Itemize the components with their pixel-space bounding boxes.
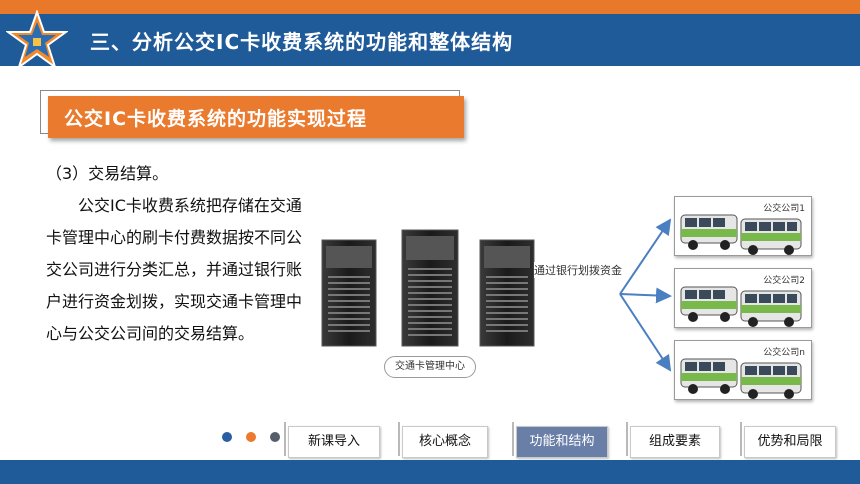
nav-button-concepts[interactable]: 核心概念: [402, 426, 488, 458]
transfer-label: 通过银行划拨资金: [534, 262, 622, 278]
description-paragraph: 公交IC卡收费系统把存储在交通卡管理中心的刷卡付费数据按不同公交公司进行分类汇总…: [46, 196, 303, 343]
section-title: 公交IC卡收费系统的功能实现过程: [64, 108, 368, 130]
bottom-bar: [0, 460, 860, 484]
branch-arrows: [619, 218, 672, 372]
nav-button-components[interactable]: 组成要素: [630, 426, 720, 458]
bus-icon: [680, 358, 802, 399]
nav-separator: [512, 422, 514, 456]
company-label: 公交公司2: [763, 276, 805, 286]
nav-separator: [398, 422, 400, 456]
bus-company-panel-1: 公交公司1: [674, 196, 812, 256]
bus-company-panel-2: 公交公司2: [674, 268, 812, 328]
nav-dot-blue: [222, 432, 232, 442]
page-title: 三、分析公交IC卡收费系统的功能和整体结构: [90, 30, 514, 54]
server-towers-image: [321, 229, 535, 347]
company-label: 公交公司1: [763, 204, 805, 214]
bus-icon: [680, 214, 802, 255]
company-label: 公交公司n: [763, 348, 805, 358]
center-label: 交通卡管理中心: [384, 356, 476, 378]
bus-icon: [680, 286, 802, 327]
nav-separator: [626, 422, 628, 456]
step-label: （3）交易结算。: [46, 164, 169, 183]
nav-button-function-structure[interactable]: 功能和结构: [516, 426, 608, 458]
bus-company-panel-n: 公交公司n: [674, 340, 812, 400]
header-bar: [0, 14, 860, 66]
nav-button-pros-cons[interactable]: 优势和局限: [744, 426, 836, 458]
nav-separator: [740, 422, 742, 456]
section-banner: [48, 96, 464, 138]
star-logo-icon: [6, 10, 68, 70]
nav-separator: [284, 422, 286, 456]
nav-dot-gray: [270, 432, 280, 442]
top-accent-strip: [0, 0, 860, 14]
nav-dot-orange: [246, 432, 256, 442]
nav-button-intro[interactable]: 新课导入: [288, 426, 380, 458]
